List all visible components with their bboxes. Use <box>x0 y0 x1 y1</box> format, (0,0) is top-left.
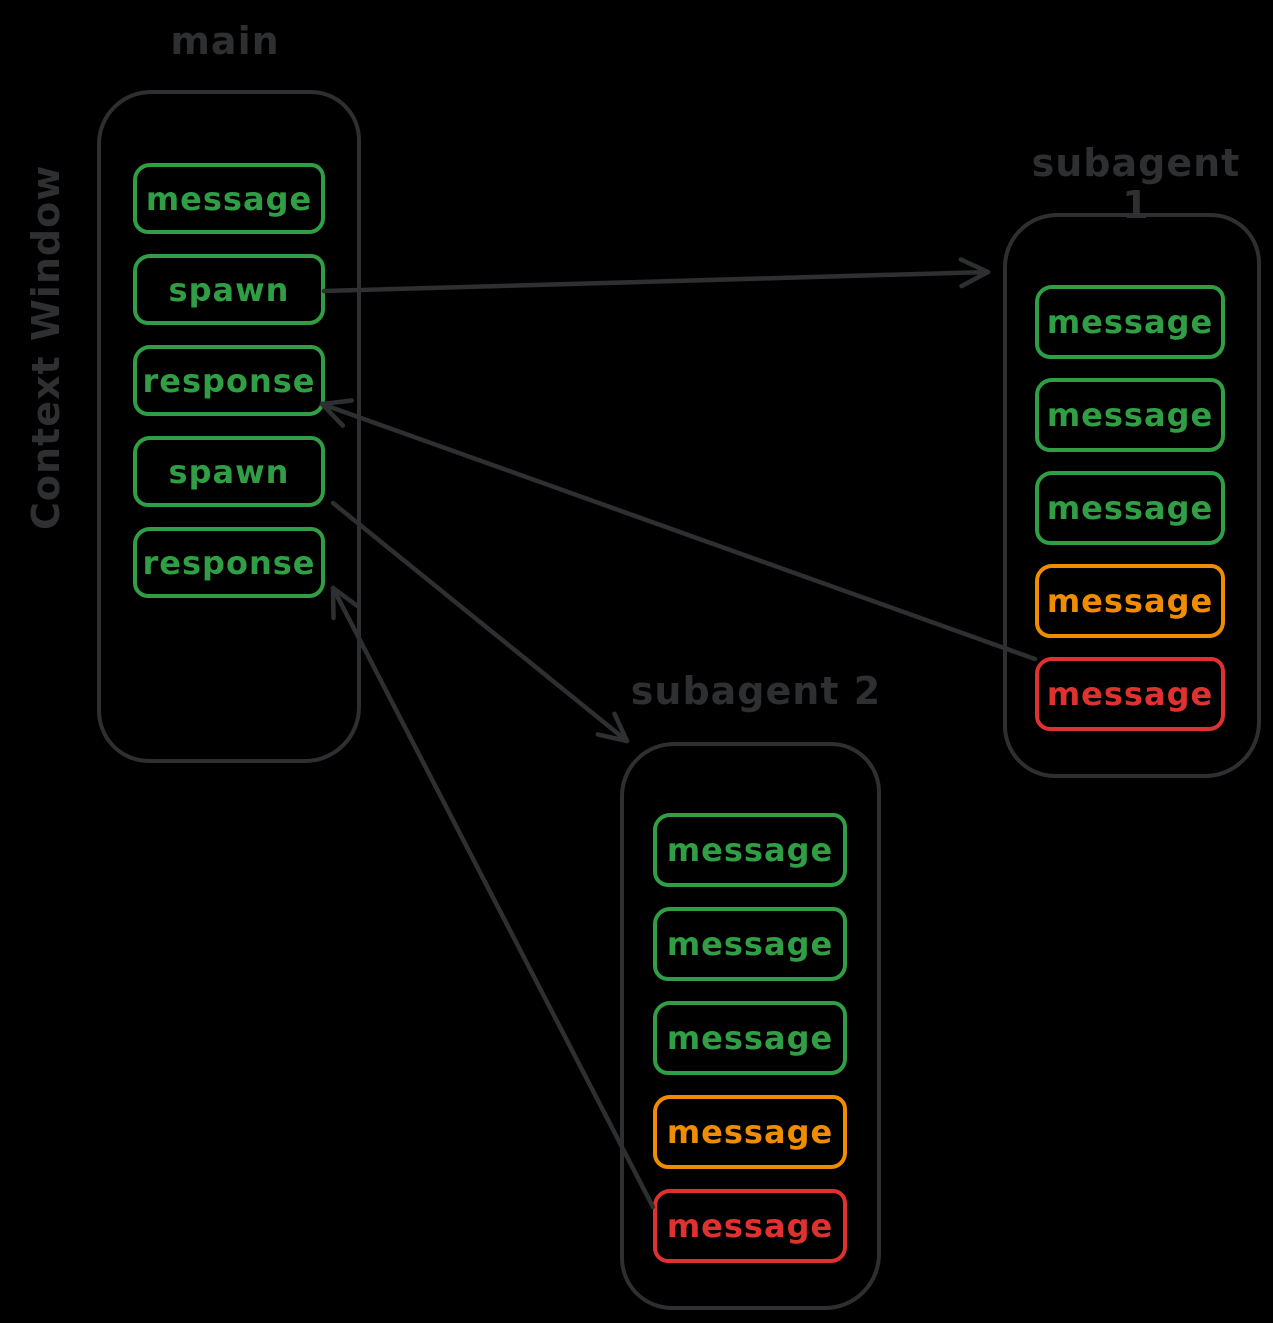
main-response-1: response <box>133 345 325 416</box>
subagent1-message-5: message <box>1035 657 1225 731</box>
arrow-spawn2-to-subagent2 <box>330 500 630 744</box>
subagent2-message-4: message <box>653 1095 847 1169</box>
subagent1-message-2: message <box>1035 378 1225 452</box>
main-message-1: message <box>133 163 325 234</box>
subagent2-message-stack: message message message message message <box>653 813 847 1263</box>
arrow-spawn1-to-subagent1 <box>321 257 991 294</box>
subagent2-message-3: message <box>653 1001 847 1075</box>
arrow-subagent2-to-response2 <box>330 585 656 1210</box>
subagent2-message-5: message <box>653 1189 847 1263</box>
main-spawn-1: spawn <box>133 254 325 325</box>
main-spawn-2: spawn <box>133 436 325 507</box>
subagent1-message-3: message <box>1035 471 1225 545</box>
main-message-stack: message spawn response spawn response <box>133 163 325 598</box>
context-window-label: Context Window <box>24 164 68 530</box>
subagent1-title: subagent 1 <box>1031 141 1241 227</box>
main-title: main <box>170 19 280 63</box>
main-response-2: response <box>133 527 325 598</box>
subagent2-title: subagent 2 <box>630 669 882 713</box>
subagent1-message-1: message <box>1035 285 1225 359</box>
subagent1-message-4: message <box>1035 564 1225 638</box>
subagent2-message-1: message <box>653 813 847 887</box>
subagent1-message-stack: message message message message message <box>1035 285 1225 731</box>
arrow-subagent1-to-response1 <box>319 398 1038 662</box>
subagent2-message-2: message <box>653 907 847 981</box>
